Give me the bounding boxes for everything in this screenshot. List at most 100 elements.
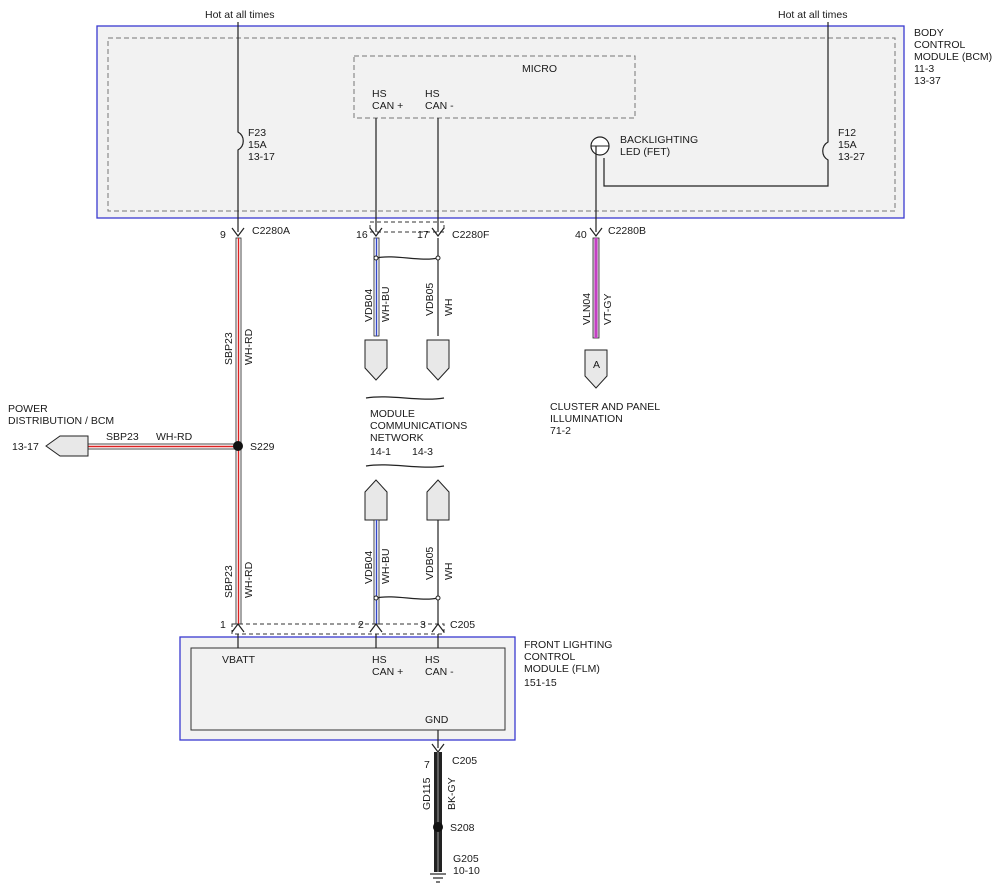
vln04-color: VT-GY — [602, 293, 614, 325]
cluster-label-3: 71-2 — [550, 425, 571, 437]
vdb05-color-lower: WH — [443, 563, 455, 581]
vln04-circuit: VLN04 — [581, 293, 593, 325]
vdb04-color-upper: WH-BU — [380, 286, 392, 322]
gd115-color: BK-GY — [446, 777, 458, 810]
s208-label: S208 — [450, 822, 475, 834]
gd115-circuit: GD115 — [421, 777, 433, 810]
power-distribution-connector-icon — [45, 435, 89, 457]
flm-title-1: FRONT LIGHTING — [524, 639, 612, 651]
bcm-title-4: 11-3 — [914, 63, 934, 75]
s208-splice — [433, 822, 443, 832]
vdb04-color-lower: WH-BU — [380, 548, 392, 584]
c2280f-pin2: 17 — [417, 229, 429, 241]
twist-end-d — [435, 595, 441, 601]
micro-hs-plus-2: CAN + — [372, 100, 403, 112]
mcn-label-1: MODULE — [370, 408, 415, 420]
g205-label-1: G205 — [453, 853, 479, 865]
vdb04-circuit-upper: VDB04 — [363, 289, 375, 322]
sbp23-color-upper: WH-RD — [243, 328, 255, 365]
flm-hs-plus-2: CAN + — [372, 666, 403, 678]
vdb05-circuit-lower: VDB05 — [424, 547, 436, 580]
flm-inner-box — [190, 647, 506, 731]
power-dist-ref: 13-17 — [12, 441, 39, 453]
c2280f-pin17-connector-icon — [431, 227, 445, 237]
sbp23-branch-wire — [87, 443, 239, 450]
flm-title-2: CONTROL — [524, 651, 575, 663]
c2280f-pin16-connector-icon — [369, 227, 383, 237]
c2280f-pin1: 16 — [356, 229, 368, 241]
c2280b-label: C2280B — [608, 225, 646, 237]
vdb05-circuit-upper: VDB05 — [424, 283, 436, 316]
c2280f-dashed-shell — [369, 221, 445, 233]
sbp23-color-lower: WH-RD — [243, 561, 255, 598]
c205-dashed-shell — [231, 623, 445, 635]
mcn-bracket-top — [365, 396, 445, 400]
cluster-connector-icon — [584, 349, 608, 389]
f23-label-3: 13-17 — [248, 151, 275, 163]
twist-end-a — [373, 255, 379, 261]
flm-title-3: MODULE (FLM) — [524, 663, 600, 675]
twisted-pair-lower-icon — [375, 596, 439, 600]
sbp23-circuit-lower: SBP23 — [223, 565, 235, 598]
cluster-marker: A — [593, 359, 600, 371]
bcm-title-1: BODY — [914, 27, 944, 39]
cluster-label-2: ILLUMINATION — [550, 413, 623, 425]
f23-feed-wire — [237, 22, 244, 232]
c205-pin3-connector-icon — [431, 623, 445, 633]
s229-splice — [233, 441, 243, 451]
flm-gnd: GND — [425, 714, 449, 726]
c205-bottom-pin: 7 — [424, 759, 430, 771]
twist-end-b — [435, 255, 441, 261]
bcm-title-5: 13-37 — [914, 75, 941, 87]
hot-right-label: Hot at all times — [778, 9, 847, 21]
mcn-label-3: NETWORK — [370, 432, 424, 444]
vdb05-color-upper: WH — [443, 299, 455, 317]
bcm-title-2: CONTROL — [914, 39, 965, 51]
c2280a-connector-icon — [231, 227, 245, 237]
micro-title: MICRO — [522, 63, 557, 75]
flm-hs-minus-1: HS — [425, 654, 440, 666]
c205-pin3: 3 — [420, 619, 426, 631]
power-dist-label-1: POWER — [8, 403, 48, 415]
c2280f-label: C2280F — [452, 229, 489, 241]
g205-label-2: 10-10 — [453, 865, 480, 877]
vdb05-up-connector-icon — [426, 479, 450, 521]
flm-title-4: 151-15 — [524, 677, 557, 689]
gd115-wire — [434, 752, 442, 872]
power-dist-color: WH-RD — [156, 431, 193, 443]
twisted-pair-upper-icon — [375, 256, 439, 260]
cluster-label-1: CLUSTER AND PANEL — [550, 401, 660, 413]
s229-label: S229 — [250, 441, 275, 453]
f23-label-1: F23 — [248, 127, 266, 139]
vdb04-upper-wire — [373, 237, 380, 337]
f12-label-2: 15A — [838, 139, 857, 151]
hot-left-label: Hot at all times — [205, 9, 274, 21]
c2280a-label: C2280A — [252, 225, 290, 237]
f12-feed-wire — [603, 22, 829, 187]
backlighting-label-2: LED (FET) — [620, 146, 670, 158]
flm-hs-minus-2: CAN - — [425, 666, 454, 678]
micro-hs-minus-2: CAN - — [425, 100, 454, 112]
c205-pin2-connector-icon — [369, 623, 383, 633]
power-dist-circuit: SBP23 — [106, 431, 139, 443]
c2280b-connector-icon — [589, 227, 603, 237]
power-dist-label-2: DISTRIBUTION / BCM — [8, 415, 114, 427]
c205-top-label: C205 — [450, 619, 475, 631]
c2280a-pin: 9 — [220, 229, 226, 241]
sbp23-circuit-upper: SBP23 — [223, 332, 235, 365]
micro-hs-plus-1: HS — [372, 88, 387, 100]
vdb04-circuit-lower: VDB04 — [363, 551, 375, 584]
vdb04-down-connector-icon — [364, 339, 388, 381]
mcn-bracket-bottom — [365, 464, 445, 468]
vln04-wire — [592, 237, 600, 339]
sbp23-wire — [235, 237, 242, 625]
c2280b-pin: 40 — [575, 229, 587, 241]
mcn-ref-2: 14-3 — [412, 446, 433, 458]
bcm-title-3: MODULE (BCM) — [914, 51, 992, 63]
c205-pin1-connector-icon — [231, 623, 245, 633]
vdb04-up-connector-icon — [364, 479, 388, 521]
flm-vbatt: VBATT — [222, 654, 256, 666]
flm-hs-plus-1: HS — [372, 654, 387, 666]
f12-label-1: F12 — [838, 127, 856, 139]
